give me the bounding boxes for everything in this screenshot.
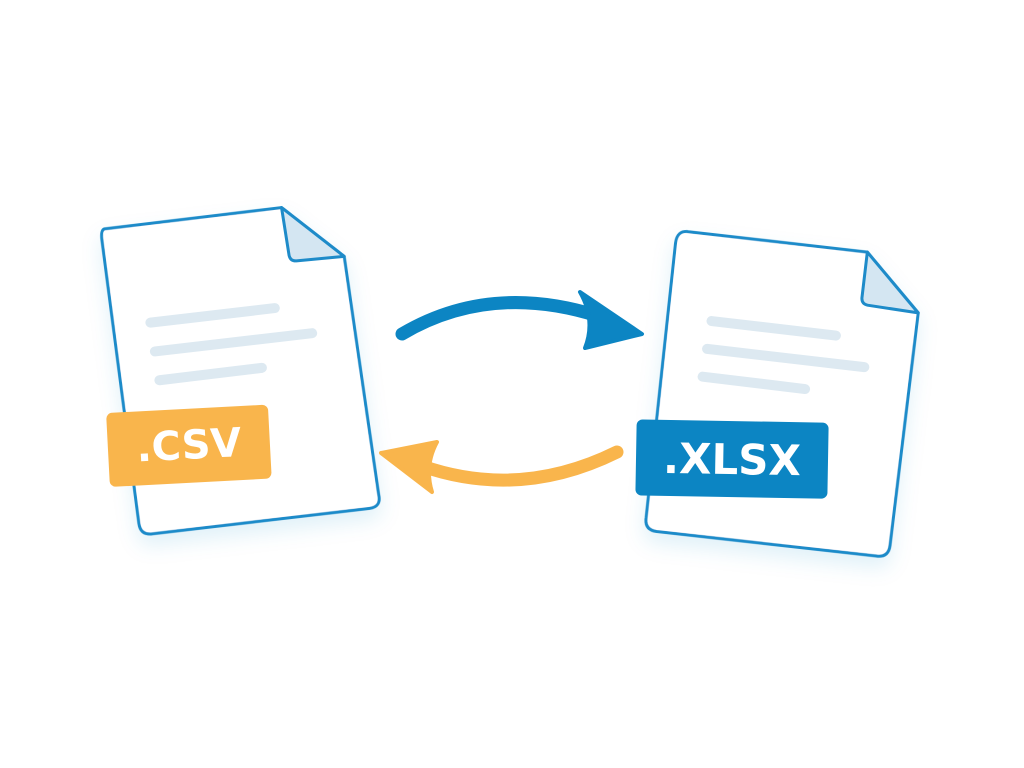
- xlsx-document-fold: [860, 250, 920, 315]
- xlsx-text-line-2: [702, 343, 870, 373]
- forward-arrow-shaft: [395, 296, 605, 341]
- csv-document-fold: [280, 206, 346, 263]
- csv-badge-background: [106, 404, 272, 487]
- csv-document: .CSV: [100, 206, 381, 536]
- backward-arrow-head-icon: [379, 440, 439, 494]
- xlsx-text-line-3: [697, 371, 811, 395]
- xlsx-document: [644, 230, 920, 558]
- csv-document-icon: [100, 206, 381, 536]
- csv-badge: .CSV: [106, 404, 272, 487]
- xlsx-badge-label: .XLSX: [663, 434, 802, 485]
- xlsx-badge: .XLSX: [635, 419, 829, 499]
- backward-arrow-shaft: [415, 445, 624, 487]
- csv-text-line-1: [145, 303, 280, 328]
- xlsx-badge-background: [635, 419, 829, 499]
- xlsx-text-line-1: [706, 316, 841, 341]
- convert-to-csv-arrow: [379, 440, 624, 494]
- csv-text-line-3: [154, 362, 267, 386]
- xlsx-document-icon: [644, 230, 920, 558]
- convert-to-xlsx-arrow: [395, 290, 644, 350]
- csv-text-line-2: [149, 328, 318, 357]
- csv-badge-label: .CSV: [135, 420, 242, 471]
- forward-arrow-head-icon: [578, 290, 644, 350]
